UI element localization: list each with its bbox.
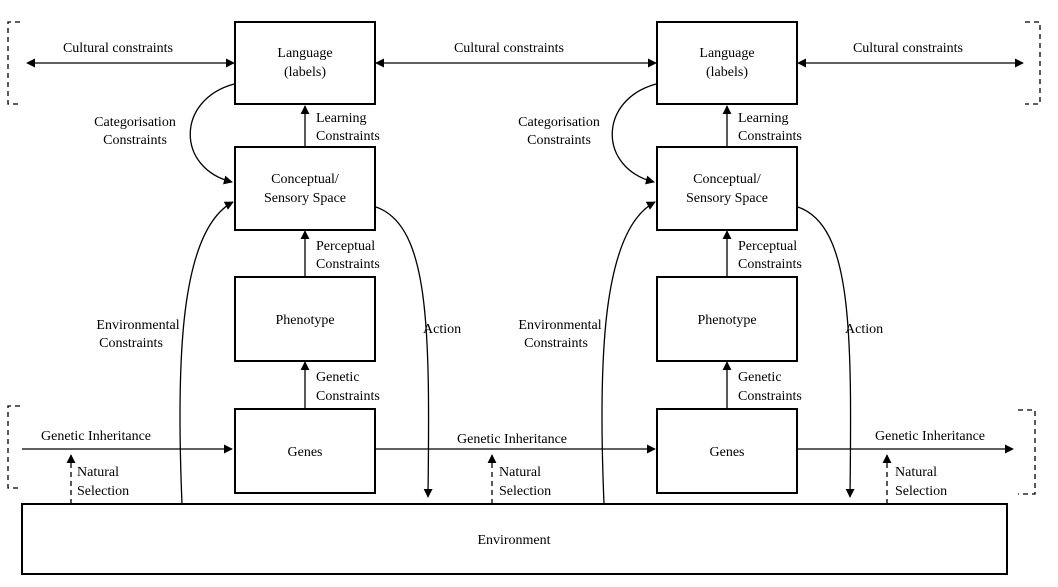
categorisation-label-right-1: Categorisation: [518, 115, 600, 130]
language-box-left: [234, 21, 376, 105]
perceptual-constraints-label-left-2: Constraints: [316, 257, 380, 272]
perceptual-constraints-label-right-2: Constraints: [738, 257, 802, 272]
learning-constraints-label-right-1: Learning: [738, 111, 789, 126]
language-box-right: [656, 21, 798, 105]
environment-box: [21, 503, 1008, 575]
categorisation-label-left-1: Categorisation: [94, 115, 176, 130]
agent-right: Language (labels) Conceptual/ Sensory Sp…: [518, 21, 883, 505]
categorisation-label-right-2: Constraints: [527, 133, 591, 148]
perceptual-constraints-label-left-1: Perceptual: [316, 239, 375, 254]
language-label-left-1: Language: [277, 46, 332, 61]
learning-constraints-label-right-2: Constraints: [738, 129, 802, 144]
right-bottom-bracket: [1018, 409, 1036, 495]
genetic-inheritance-label-middle: Genetic Inheritance: [457, 432, 567, 447]
environmental-label-right-2: Constraints: [524, 336, 588, 351]
genetic-constraints-label-left-2: Constraints: [316, 389, 380, 404]
natural-selection-label-left-1: Natural: [77, 465, 119, 480]
cultural-constraints-label-left: Cultural constraints: [63, 41, 173, 56]
environmental-curve-right: [601, 201, 656, 505]
left-top-bracket: [7, 21, 20, 105]
genetic-inheritance-label-right: Genetic Inheritance: [875, 429, 985, 444]
conceptual-label-right-1: Conceptual/: [693, 172, 761, 187]
genetic-inheritance-label-left: Genetic Inheritance: [41, 429, 151, 444]
natural-selection-label-left-2: Selection: [77, 484, 129, 499]
environmental-label-left-2: Constraints: [99, 336, 163, 351]
genes-box-right: [656, 408, 798, 494]
right-top-bracket: [1025, 21, 1041, 105]
action-curve-right: [797, 206, 855, 498]
genetic-constraints-label-left-1: Genetic: [316, 370, 360, 385]
genes-box-left: [234, 408, 376, 494]
natural-selection-label-middle-2: Selection: [499, 484, 551, 499]
action-label-right: Action: [845, 322, 883, 337]
conceptual-box-right: [656, 146, 798, 231]
language-label-left-2: (labels): [284, 65, 326, 80]
action-curve-left: [375, 206, 433, 498]
genes-label-left: Genes: [288, 445, 323, 460]
phenotype-box-left: [234, 276, 376, 362]
conceptual-box-left: [234, 146, 376, 231]
learning-constraints-label-left-1: Learning: [316, 111, 367, 126]
phenotype-label-right: Phenotype: [697, 313, 756, 328]
natural-selection-label-right-1: Natural: [895, 465, 937, 480]
action-label-left: Action: [423, 322, 461, 337]
language-label-right-2: (labels): [706, 65, 748, 80]
agent-left: Language (labels) Conceptual/ Sensory Sp…: [94, 21, 461, 505]
environmental-label-left-1: Environmental: [96, 318, 179, 333]
natural-selection-label-middle-1: Natural: [499, 465, 541, 480]
left-bottom-bracket: [7, 405, 20, 489]
environmental-label-right-1: Environmental: [518, 318, 601, 333]
genes-label-right: Genes: [710, 445, 745, 460]
categorisation-loop-left: [189, 83, 235, 185]
environmental-curve-left: [179, 201, 234, 505]
learning-constraints-label-left-2: Constraints: [316, 129, 380, 144]
categorisation-loop-right: [611, 83, 657, 185]
cultural-constraints-label-middle: Cultural constraints: [454, 41, 564, 56]
natural-selection-label-right-2: Selection: [895, 484, 947, 499]
cultural-constraints-label-right: Cultural constraints: [853, 41, 963, 56]
conceptual-label-left-2: Sensory Space: [264, 191, 346, 206]
genetic-constraints-label-right-2: Constraints: [738, 389, 802, 404]
phenotype-label-left: Phenotype: [275, 313, 334, 328]
environment-label: Environment: [477, 533, 550, 548]
genetic-constraints-label-right-1: Genetic: [738, 370, 782, 385]
perceptual-constraints-label-right-1: Perceptual: [738, 239, 797, 254]
conceptual-label-left-1: Conceptual/: [271, 172, 339, 187]
phenotype-box-right: [656, 276, 798, 362]
language-label-right-1: Language: [699, 46, 754, 61]
conceptual-label-right-2: Sensory Space: [686, 191, 768, 206]
categorisation-label-left-2: Constraints: [103, 133, 167, 148]
